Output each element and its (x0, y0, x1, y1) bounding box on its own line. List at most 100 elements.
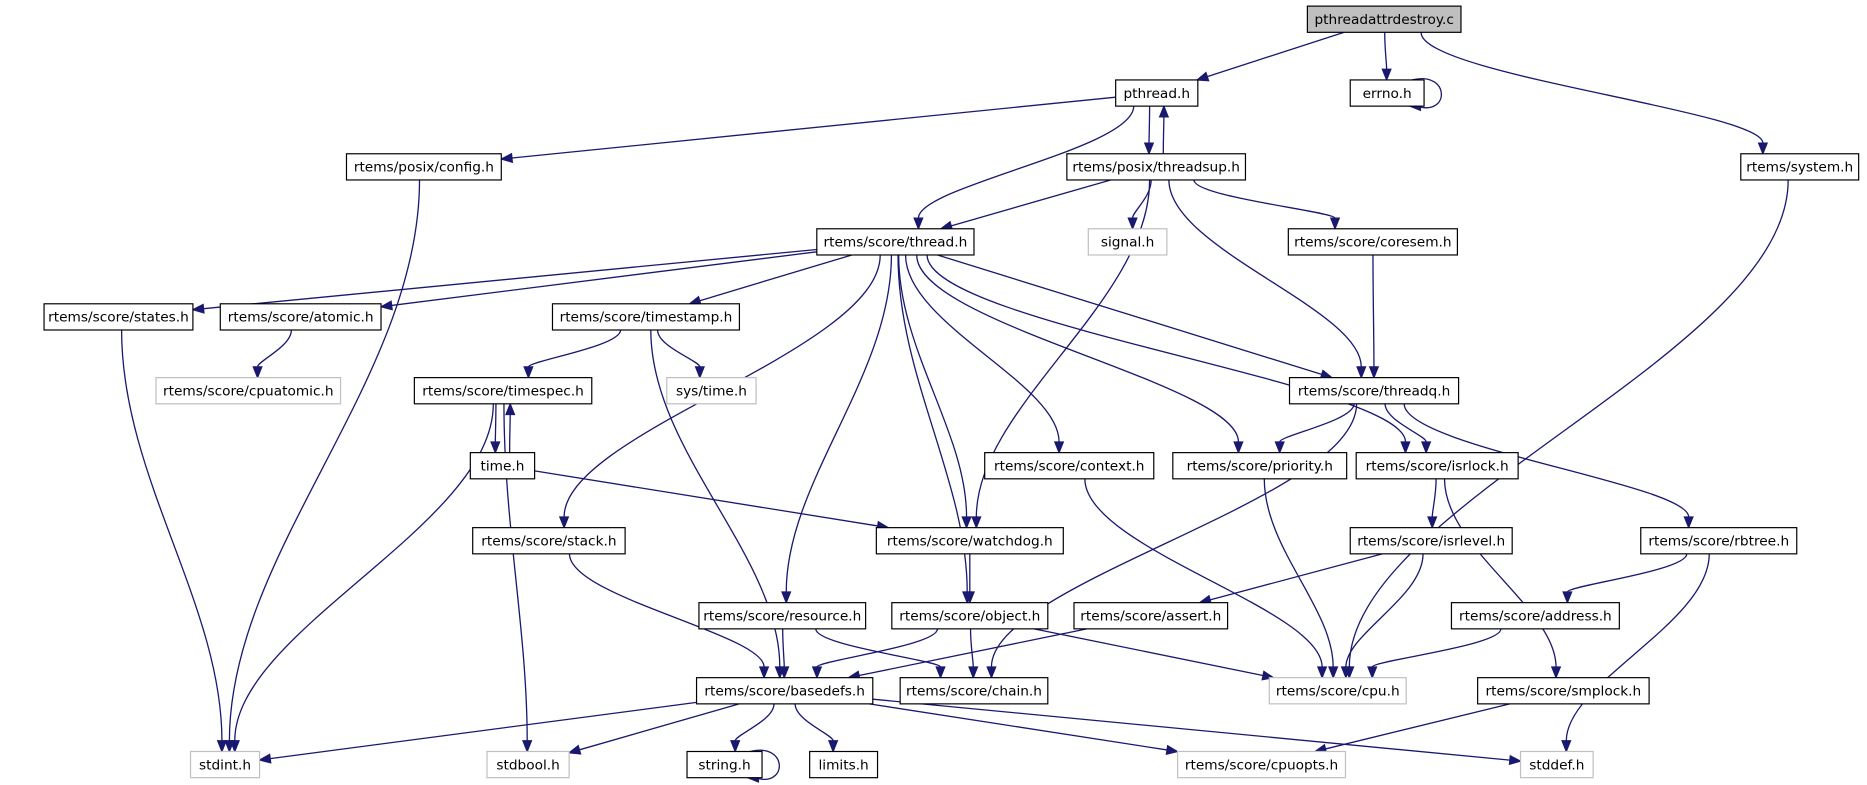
node-box (1066, 153, 1247, 181)
nodes-layer: pthreadattrdestroy.c pthread.h errno.h rtem… (43, 5, 1860, 779)
node-box (219, 303, 382, 331)
node-rbtree[interactable]: rtems/score/rbtree.h (1640, 527, 1798, 555)
node-label: time.h (480, 458, 524, 474)
node-box (891, 602, 1049, 630)
node-label: rtems/score/timespec.h (422, 383, 584, 399)
node-box (1176, 750, 1347, 779)
node-label: rtems/score/assert.h (1080, 609, 1221, 625)
edge-resource-to-basedefs (779, 628, 790, 680)
node-priority[interactable]: rtems/score/priority.h (1172, 452, 1348, 480)
edge-threadsup-to-pthread (1158, 104, 1170, 154)
edge-assert-to-basedefs (847, 628, 1088, 681)
edge-isrlevel-to-cpu (1340, 553, 1424, 680)
node-box (1450, 602, 1620, 630)
node-isrlevel[interactable]: rtems/score/isrlevel.h (1349, 527, 1513, 555)
node-box (345, 153, 502, 181)
node-string[interactable]: string.h (686, 750, 763, 779)
edge-isrlock-to-smplock (1443, 478, 1562, 680)
node-label: errno.h (1363, 86, 1412, 102)
edge-smplock-to-cpuopts (1313, 703, 1510, 754)
edge-basedefs-to-stddef (872, 698, 1523, 766)
edge-thread-to-context (904, 254, 1065, 455)
edge-thread-to-resource (781, 254, 893, 605)
node-label: rtems/score/cpu.h (1276, 684, 1400, 700)
node-stddef: stddef.h (1519, 750, 1594, 779)
edge-priority-to-cpu (1263, 478, 1339, 680)
node-box (1288, 377, 1460, 405)
node-cpuatomic: rtems/score/cpuatomic.h (155, 377, 342, 405)
node-box (1349, 527, 1513, 555)
node-threadq[interactable]: rtems/score/threadq.h (1288, 377, 1460, 405)
node-label: rtems/score/thread.h (824, 235, 968, 251)
node-box (1740, 153, 1860, 181)
node-address[interactable]: rtems/score/address.h (1450, 602, 1620, 630)
node-atomic[interactable]: rtems/score/atomic.h (219, 303, 382, 331)
node-box (551, 303, 741, 331)
edge-resource-to-chain (815, 628, 946, 680)
node-label: rtems/score/basedefs.h (704, 684, 865, 700)
node-timespec[interactable]: rtems/score/timespec.h (413, 377, 593, 405)
node-label: rtems/score/cpuatomic.h (163, 383, 334, 399)
edge-thread-to-isrlock (926, 254, 1411, 455)
node-box (816, 228, 975, 256)
node-config[interactable]: rtems/posix/config.h (345, 153, 502, 181)
node-box (1087, 228, 1168, 256)
edge-atomic-to-cpuatomic (252, 329, 293, 380)
node-box (469, 452, 536, 480)
node-box (43, 303, 194, 331)
edge-timespec-to-stdbool (503, 403, 533, 754)
node-root[interactable]: pthreadattrdestroy.c (1306, 5, 1462, 33)
node-basedefs[interactable]: rtems/score/basedefs.h (695, 677, 874, 705)
edge-threadq-to-chain (986, 403, 1358, 680)
node-limits[interactable]: limits.h (809, 750, 879, 779)
edge-basedefs-to-stdint (257, 701, 697, 764)
node-stdbool: stdbool.h (486, 750, 570, 779)
node-label: limits.h (818, 757, 868, 773)
node-signal: signal.h (1087, 228, 1168, 256)
edge-threadsup-to-coresem (1193, 179, 1341, 231)
node-coresem[interactable]: rtems/score/coresem.h (1287, 228, 1458, 256)
node-context[interactable]: rtems/score/context.h (984, 452, 1155, 480)
node-assert[interactable]: rtems/score/assert.h (1073, 602, 1229, 630)
node-pthread[interactable]: pthread.h (1115, 79, 1199, 107)
edges-layer (120, 31, 1789, 783)
edge-object-to-cpu (1033, 628, 1276, 681)
node-thread[interactable]: rtems/score/thread.h (816, 228, 975, 256)
edge-root-to-system (1420, 32, 1769, 156)
edge-root-to-pthread (1195, 31, 1345, 82)
node-label: pthread.h (1123, 86, 1190, 102)
node-isrlock[interactable]: rtems/score/isrlock.h (1355, 452, 1519, 480)
node-threadsup[interactable]: rtems/posix/threadsup.h (1066, 153, 1247, 181)
edge-time-to-watchdog (534, 470, 890, 531)
node-states[interactable]: rtems/score/states.h (43, 303, 194, 331)
edge-basedefs-to-string (730, 703, 775, 754)
node-label: rtems/score/context.h (994, 458, 1145, 474)
node-label: stdbool.h (496, 757, 559, 773)
node-label: rtems/score/address.h (1459, 609, 1612, 625)
node-system[interactable]: rtems/system.h (1740, 153, 1860, 181)
node-label: rtems/score/smplock.h (1486, 684, 1642, 700)
edge-rbtree-to-address (1562, 553, 1688, 605)
node-object[interactable]: rtems/score/object.h (891, 602, 1049, 630)
node-smplock[interactable]: rtems/score/smplock.h (1477, 677, 1650, 705)
node-watchdog[interactable]: rtems/score/watchdog.h (875, 527, 1064, 555)
node-errno[interactable]: errno.h (1349, 79, 1425, 107)
edge-thread-to-atomic (379, 251, 817, 311)
edge-basedefs-to-stdbool (567, 703, 740, 755)
node-resource[interactable]: rtems/score/resource.h (698, 602, 867, 630)
node-box (1349, 79, 1425, 107)
node-cpuopts: rtems/score/cpuopts.h (1176, 750, 1347, 779)
node-timestamp[interactable]: rtems/score/timestamp.h (551, 303, 741, 331)
node-time[interactable]: time.h (469, 452, 536, 480)
node-box (899, 677, 1049, 705)
edge-threadq-to-isrlock (1384, 403, 1432, 455)
node-chain[interactable]: rtems/score/chain.h (899, 677, 1049, 705)
node-box (1519, 750, 1594, 779)
edge-pthread-to-thread (913, 106, 1135, 231)
edge-states-to-stdint (120, 329, 228, 754)
node-label: sys/time.h (676, 383, 747, 399)
node-stack[interactable]: rtems/score/stack.h (472, 527, 626, 555)
edge-time-to-timespec (505, 402, 516, 453)
edge-timespec-to-time (490, 403, 501, 455)
